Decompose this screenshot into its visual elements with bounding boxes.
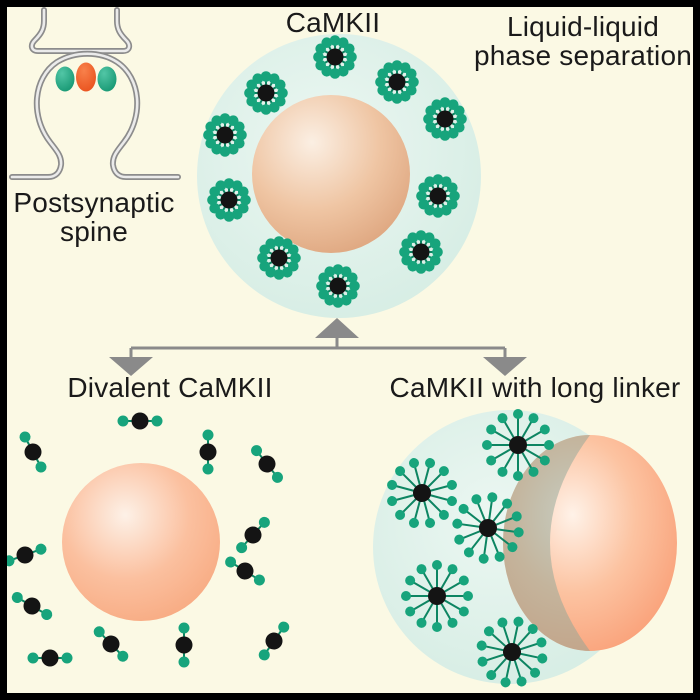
camkii-holoenzyme-flower — [244, 71, 288, 115]
divalent-camkii-molecule — [11, 592, 53, 620]
sphere-droplet-overlap-region — [503, 435, 590, 651]
label-camkii-long-linker: CaMKII with long linker — [389, 372, 681, 403]
arrow-down-right-icon — [483, 357, 527, 376]
camkii-holoenzyme-flower — [416, 174, 460, 218]
divalent-camkii-molecule — [93, 626, 129, 662]
receptor-left — [55, 66, 75, 92]
long-linker-camkii-molecule — [401, 560, 473, 632]
psd-sphere-left — [62, 463, 220, 621]
label-spine-line1: Postsynaptic — [13, 187, 175, 218]
arrow-up-icon — [315, 318, 359, 338]
divalent-camkii-molecule — [199, 429, 217, 475]
camkii-holoenzyme-flower — [375, 60, 419, 104]
divalent-camkii-molecule — [175, 622, 193, 668]
divalent-camkii-molecule — [236, 516, 270, 554]
long-linker-camkii-molecule — [452, 492, 524, 564]
divalent-camkii-molecule — [258, 621, 290, 661]
postsynaptic-spine-illustration — [9, 7, 181, 180]
label-spine-line2: spine — [60, 216, 128, 247]
connector-lines — [129, 337, 507, 358]
camkii-holoenzyme-flower — [257, 236, 301, 280]
divalent-camkii-molecule — [251, 445, 283, 483]
receptor-center — [76, 62, 96, 92]
presynaptic-membrane-lumen — [30, 8, 131, 53]
camkii-holoenzyme-flower — [207, 178, 251, 222]
camkii-holoenzyme-flower — [313, 35, 357, 79]
starburst-group — [387, 409, 554, 688]
divalent-camkii-molecule — [27, 649, 73, 667]
camkii-holoenzyme-flower — [423, 97, 467, 141]
long-linker-camkii-molecule — [482, 409, 554, 481]
psd-sphere-top — [252, 95, 410, 253]
label-camkii: CaMKII — [285, 7, 381, 38]
camkii-holoenzyme-flower — [399, 230, 443, 274]
branch-connector — [109, 318, 527, 376]
divalent-camkii-molecule — [225, 556, 265, 586]
flower-group — [203, 35, 467, 308]
camkii-holoenzyme-flower — [203, 113, 247, 157]
long-linker-camkii-molecule — [476, 616, 548, 688]
label-postsynaptic-spine: Postsynaptic spine — [13, 188, 174, 246]
divalent-camkii-molecule — [117, 412, 163, 430]
long-linker-camkii-molecule — [387, 458, 457, 528]
label-divalent-camkii: Divalent CaMKII — [67, 372, 273, 403]
divalent-camkii-molecule — [19, 431, 47, 473]
camkii-holoenzyme-flower — [316, 264, 360, 308]
postsynaptic-membrane-lumen — [10, 52, 180, 179]
label-llps-line1: Liquid-liquid — [506, 11, 660, 42]
arrow-down-left-icon — [109, 357, 153, 376]
receptor-right — [97, 66, 117, 92]
label-llps-line2: phase separation — [473, 40, 693, 71]
label-liquid-liquid-phase-separation: Liquid-liquid phase separation — [474, 12, 692, 70]
